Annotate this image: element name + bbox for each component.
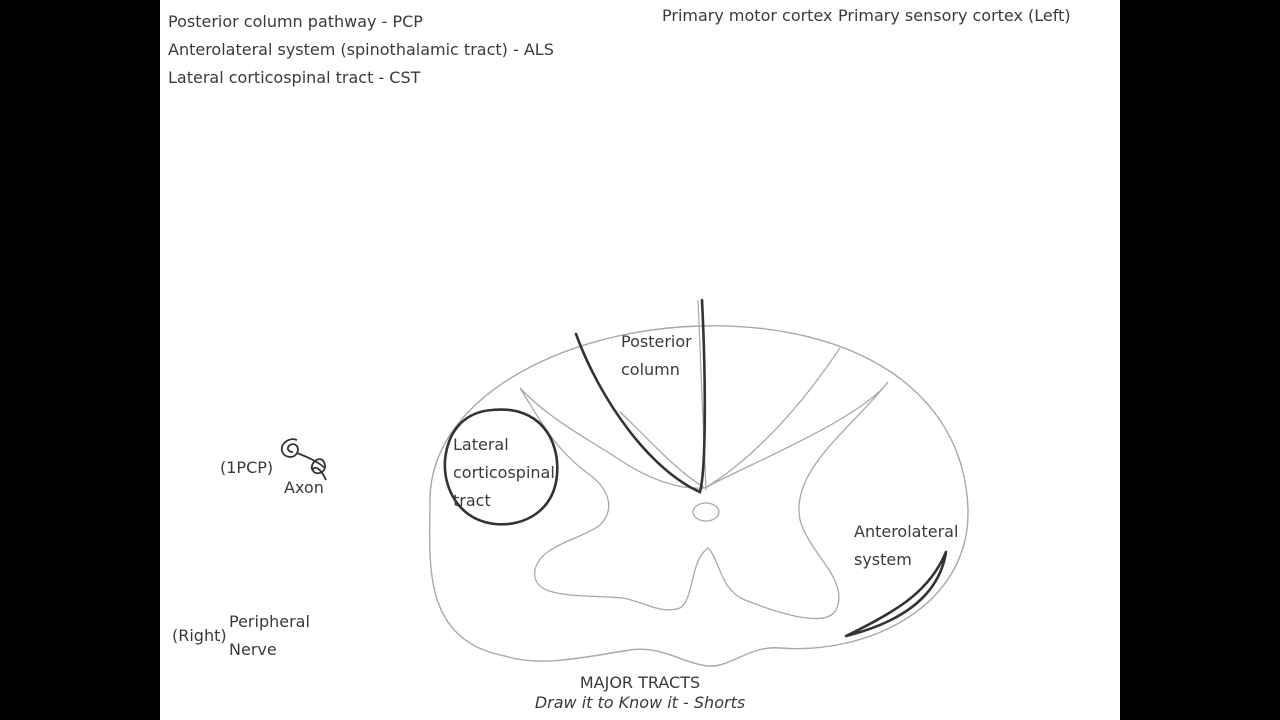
posterior-column-tract [574, 298, 707, 494]
lateral-corticospinal-tract [443, 408, 559, 526]
neuron-spiral-icon [280, 438, 299, 458]
axon-label: Axon [284, 478, 324, 497]
diagram-canvas: Posterior column pathway - PCP Anterolat… [160, 0, 1120, 720]
central-canal [692, 502, 720, 522]
lateral-label-line2: corticospinal [453, 463, 555, 482]
footer-subtitle: Draw it to Know it - Shorts [534, 693, 746, 712]
gray-matter-outline [519, 347, 889, 620]
anterolateral-system-tract [844, 550, 948, 638]
lateral-label-line1: Lateral [453, 435, 509, 454]
legend-als: Anterolateral system (spinothalamic trac… [168, 40, 554, 59]
anterolateral-label: Anterolateral system [854, 518, 958, 574]
posterior-label-line1: Posterior [621, 332, 692, 351]
lateral-label-line3: tract [453, 491, 491, 510]
axon-loop-icon [296, 452, 327, 481]
legend-cst: Lateral corticospinal tract - CST [168, 68, 421, 87]
spinal-cord-outline [428, 325, 969, 667]
antero-label-line2: system [854, 550, 912, 569]
sensory-cortex-label: Primary sensory cortex (Left) [838, 6, 1071, 25]
posterior-column-label: Posterior column [621, 328, 692, 384]
lateral-corticospinal-label: Lateral corticospinal tract [453, 431, 555, 515]
peripheral-line1: Peripheral [229, 612, 310, 631]
peripheral-nerve-label: Peripheral Nerve [229, 608, 310, 664]
neuron-label: (1PCP) [220, 458, 274, 477]
motor-cortex-label: Primary motor cortex [662, 6, 833, 25]
footer-title: MAJOR TRACTS [579, 673, 701, 692]
peripheral-line2: Nerve [229, 640, 277, 659]
spinal-cord-diagram [280, 298, 969, 667]
posterior-label-line2: column [621, 360, 680, 379]
legend-pcp: Posterior column pathway - PCP [168, 12, 423, 31]
right-side-label: (Right) [172, 626, 227, 645]
antero-label-line1: Anterolateral [854, 522, 959, 541]
